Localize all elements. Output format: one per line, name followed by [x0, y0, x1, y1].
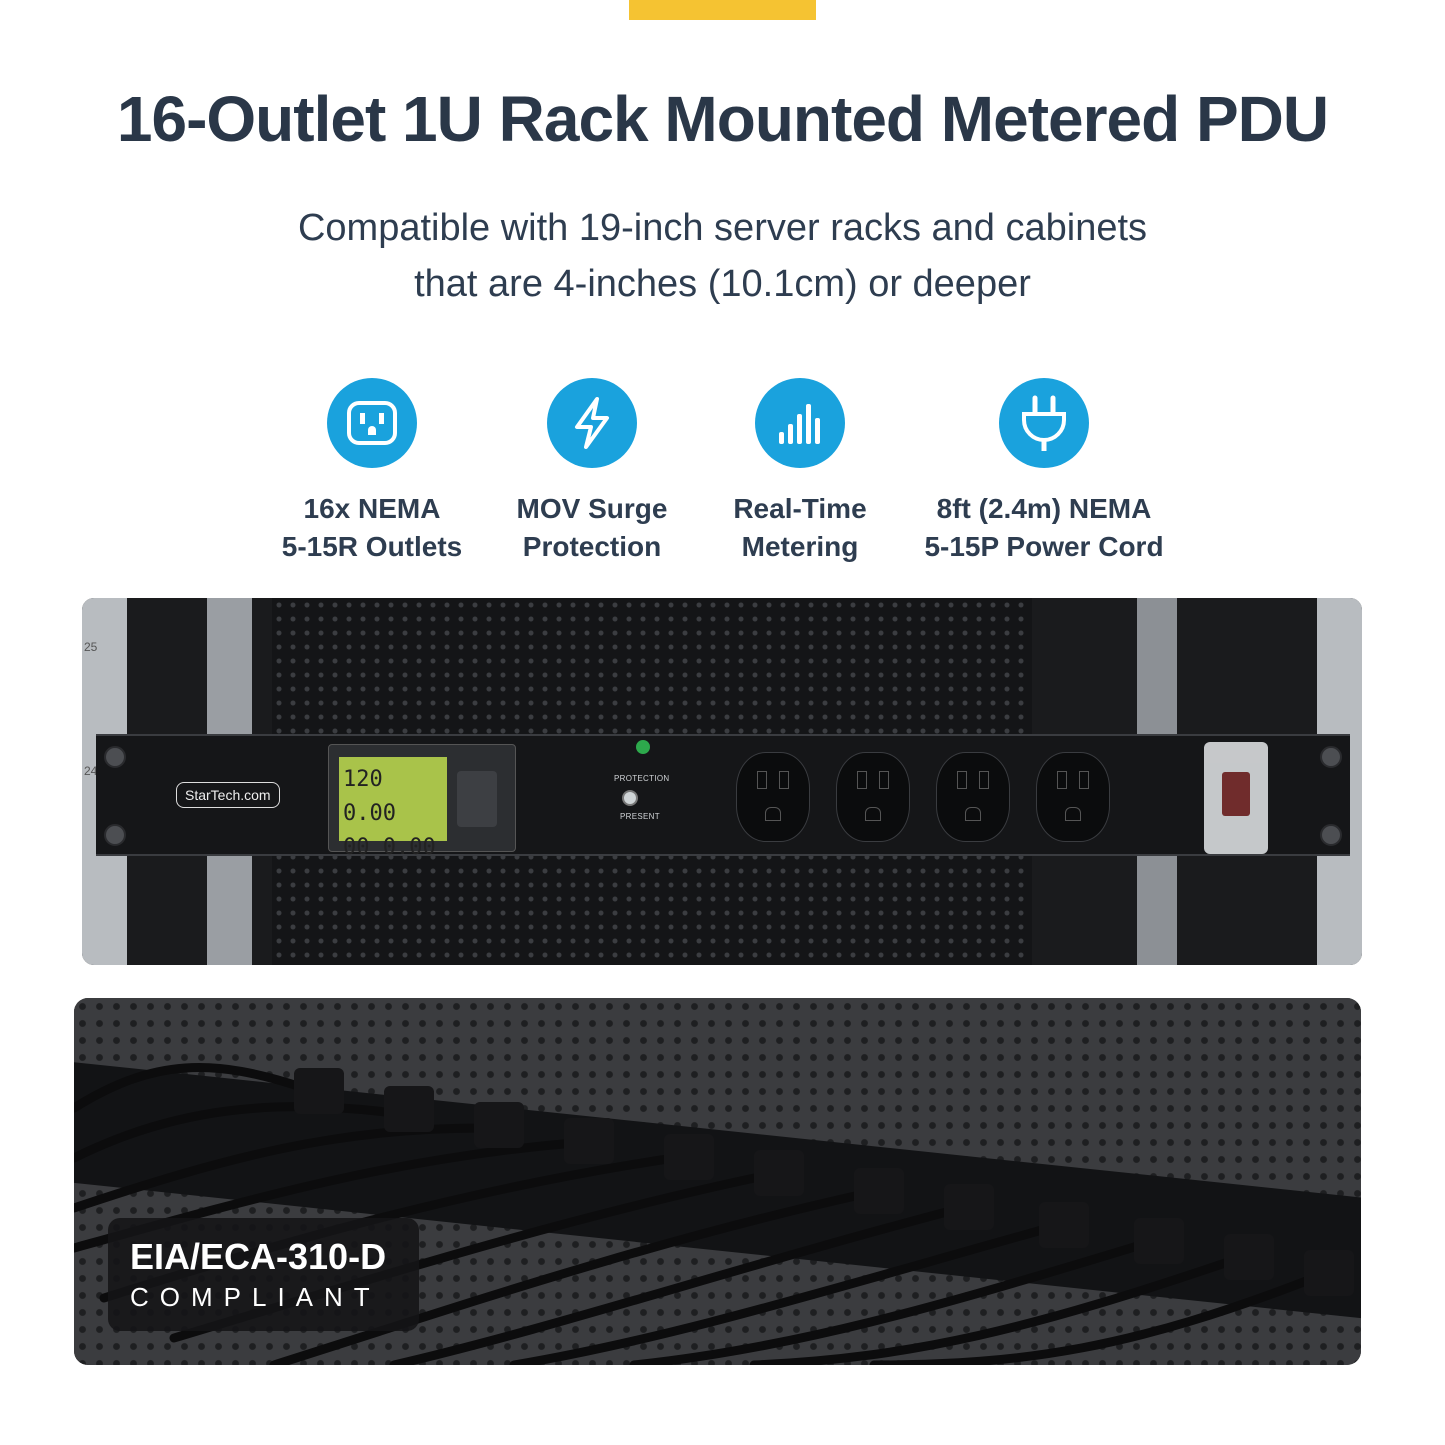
badge-standard: EIA/ECA-310-D	[130, 1236, 387, 1277]
present-led	[622, 790, 638, 806]
rack-unit-label: 25	[84, 640, 98, 654]
screw-icon	[104, 824, 126, 846]
page-subtitle: Compatible with 19-inch server racks and…	[0, 200, 1445, 312]
outlet-icon	[327, 378, 417, 468]
power-cables	[74, 1063, 1354, 1365]
power-switch-cover	[1204, 742, 1268, 854]
brand-logo: StarTech.com	[176, 782, 280, 808]
lightning-icon	[547, 378, 637, 468]
protection-led	[636, 740, 650, 754]
outlet	[936, 752, 1010, 842]
power-switch	[1222, 772, 1250, 816]
outlet	[836, 752, 910, 842]
pdu-rack-photo: 25 24 StarTech.com 120 0.00 00 0.00 PROT…	[82, 598, 1362, 965]
signal-bars-icon	[755, 378, 845, 468]
outlet	[1036, 752, 1110, 842]
page-title: 16-Outlet 1U Rack Mounted Metered PDU	[116, 83, 1329, 155]
subtitle-line-1: Compatible with 19-inch server racks and…	[297, 207, 1148, 249]
present-label: PRESENT	[620, 812, 660, 821]
power-meter: 120 0.00 00 0.00	[328, 744, 516, 860]
screw-icon	[104, 746, 126, 768]
outlet	[736, 752, 810, 842]
subtitle-line-2: that are 4-inches (10.1cm) or deeper	[414, 263, 1031, 305]
rack-unit-label: 24	[84, 764, 98, 778]
badge-compliant: COMPLIANT	[130, 1282, 381, 1312]
pdu-unit: StarTech.com 120 0.00 00 0.00 PROTECTION…	[96, 734, 1350, 860]
screw-icon	[1320, 824, 1342, 846]
power-plug-icon	[999, 378, 1089, 468]
meter-key-button	[457, 771, 497, 827]
compliance-badge: EIA/ECA-310-D COMPLIANT	[108, 1218, 419, 1331]
protection-label: PROTECTION	[614, 774, 670, 783]
screw-icon	[1320, 746, 1342, 768]
lcd-display: 120 0.00 00 0.00	[339, 757, 447, 860]
accent-bar	[629, 0, 816, 20]
